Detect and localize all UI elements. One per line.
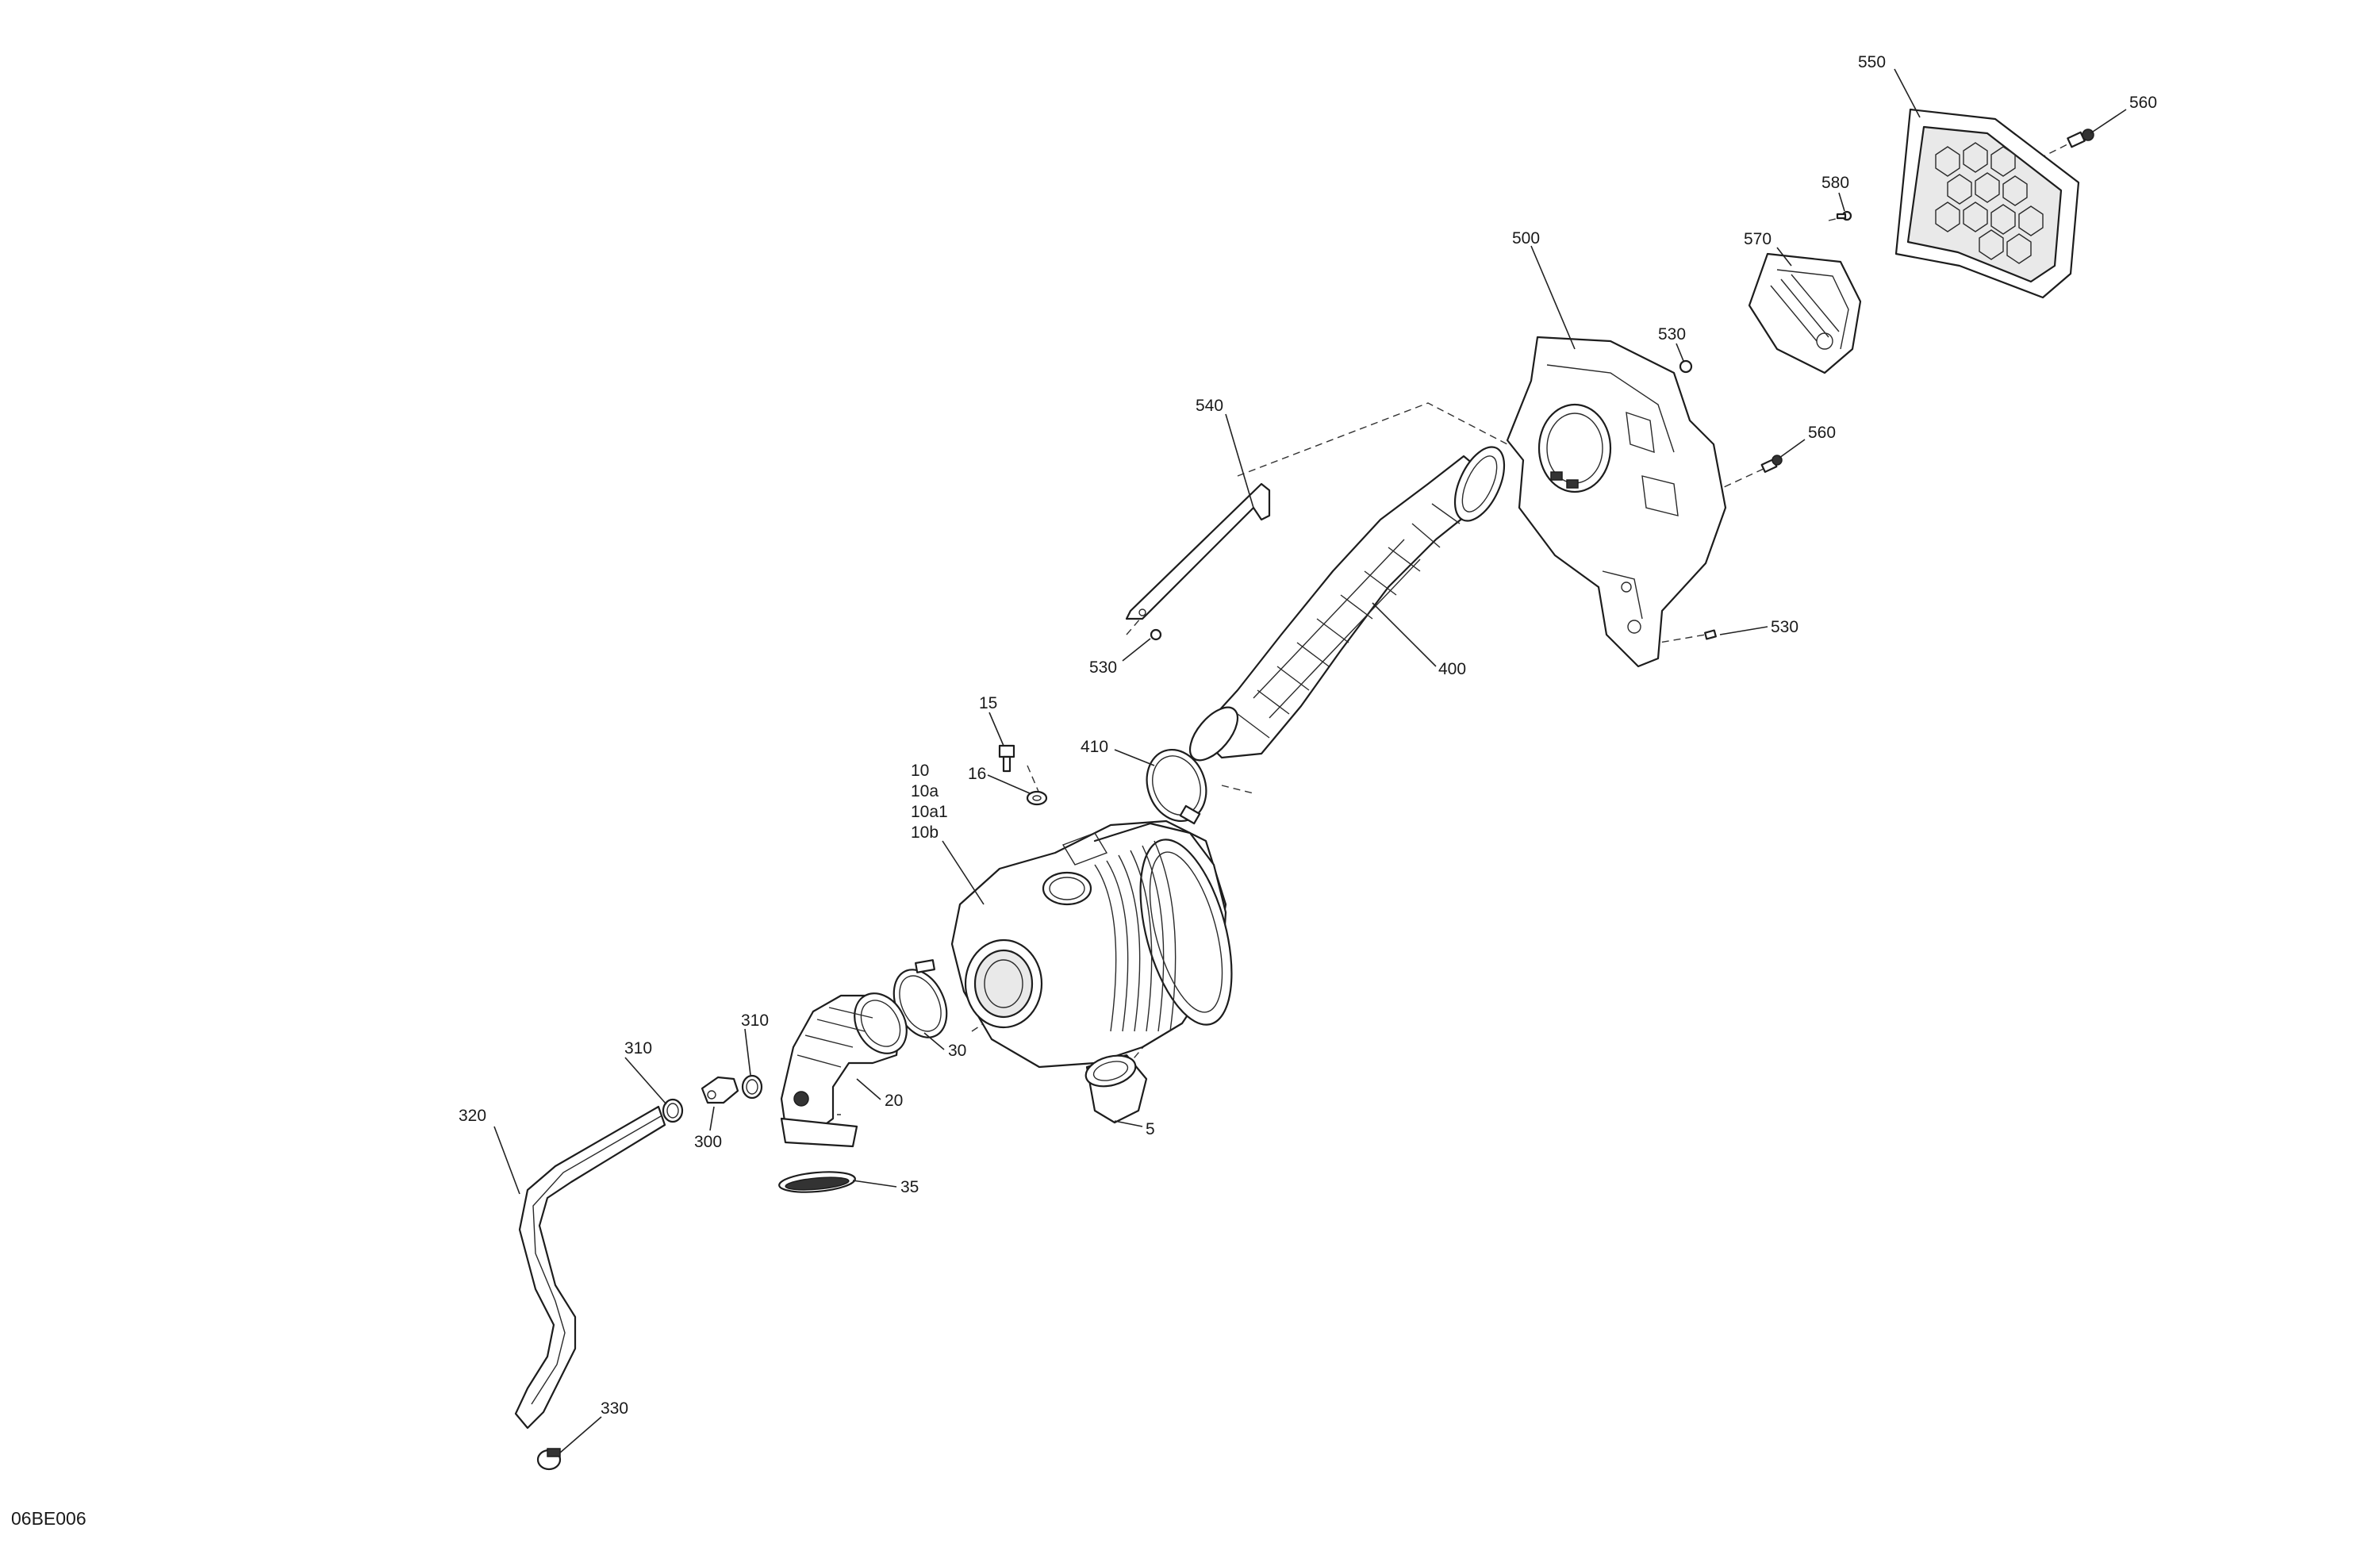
callout-530-lower: 530 xyxy=(1771,618,1798,636)
airbox-bracket-500 xyxy=(1506,336,1727,668)
callout-310-left: 310 xyxy=(624,1039,652,1057)
clamp-30 xyxy=(892,959,948,1038)
screw-530-lower xyxy=(1704,629,1717,640)
cover-570 xyxy=(1748,252,1862,374)
clamp-410 xyxy=(1146,748,1207,825)
callout-10b: 10b xyxy=(911,823,939,842)
callout-530-strap: 530 xyxy=(1089,658,1117,677)
callout-5: 5 xyxy=(1146,1120,1155,1138)
callout-35: 35 xyxy=(900,1178,919,1196)
callout-560-top: 560 xyxy=(2129,94,2157,112)
clamp-330 xyxy=(536,1448,562,1471)
callout-560-middle: 560 xyxy=(1808,424,1836,442)
callout-410: 410 xyxy=(1081,738,1108,756)
callout-10a1: 10a1 xyxy=(911,803,948,821)
grille-550 xyxy=(1894,108,2080,299)
bolt-15 xyxy=(998,744,1015,773)
leader-lines xyxy=(493,68,2127,1454)
callout-530-upper: 530 xyxy=(1658,325,1686,344)
callout-15: 15 xyxy=(979,694,997,712)
callout-580: 580 xyxy=(1821,174,1849,192)
callout-10a: 10a xyxy=(911,782,939,800)
clamp-310-left xyxy=(662,1098,684,1123)
clamp-310-right xyxy=(741,1074,763,1100)
fitting-300 xyxy=(701,1076,739,1104)
callout-570: 570 xyxy=(1744,230,1772,248)
callout-500: 500 xyxy=(1512,229,1540,248)
callout-300: 300 xyxy=(694,1133,722,1151)
drain-hose-320 xyxy=(514,1105,666,1430)
callout-16: 16 xyxy=(968,765,986,783)
callout-320: 320 xyxy=(459,1107,486,1125)
screw-560-top xyxy=(2067,129,2094,148)
drain-valve-5 xyxy=(1084,1054,1148,1124)
callout-20: 20 xyxy=(885,1092,903,1110)
callout-540: 540 xyxy=(1196,397,1223,415)
intake-duct-400 xyxy=(1188,446,1506,762)
screw-530-strap xyxy=(1150,628,1162,641)
screw-560-middle xyxy=(1760,455,1783,474)
callout-labels: 550 560 580 570 500 530 560 540 530 400 … xyxy=(459,53,2157,1418)
elbow-duct-20 xyxy=(780,992,908,1148)
callout-400: 400 xyxy=(1438,660,1466,678)
callout-30: 30 xyxy=(948,1042,966,1060)
washer-16 xyxy=(1026,790,1048,806)
callout-550: 550 xyxy=(1858,53,1886,71)
callout-330: 330 xyxy=(601,1399,628,1418)
callout-310-right: 310 xyxy=(741,1011,769,1030)
callout-10: 10 xyxy=(911,762,929,780)
screw-530-upper xyxy=(1679,359,1693,374)
clamp-35 xyxy=(778,1171,856,1193)
diagram-id-label: 06BE006 xyxy=(11,1508,86,1529)
air-filter-housing-10 xyxy=(950,819,1233,1069)
strap-540 xyxy=(1125,482,1271,620)
screw-580 xyxy=(1836,210,1852,221)
